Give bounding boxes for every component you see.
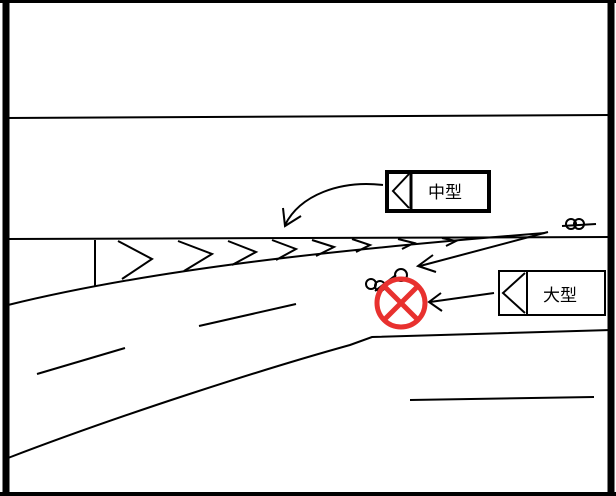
chevron-mark: [177, 240, 215, 272]
chevron-mark: [271, 239, 299, 261]
arrow-large-to-prohibited: [427, 292, 495, 312]
chevron-mark: [351, 238, 373, 253]
chevron-mark: [311, 239, 337, 257]
arrow-large-shaft: [429, 292, 495, 303]
lane-dash-markings: [36, 303, 595, 401]
prohibited-cross-b: [383, 285, 419, 321]
chevron-mark: [397, 238, 417, 250]
arrow-large-head-icon: [427, 292, 443, 312]
arrow-bicycle-head-icon: [415, 254, 437, 273]
sign-large-chevron-icon: [501, 272, 526, 314]
sign-large-vehicle: 大型: [498, 270, 606, 316]
arrow-medium-head-icon: [282, 207, 302, 228]
sign-medium-vehicle: 中型: [385, 170, 491, 213]
far-road-edge: [5, 114, 612, 119]
prohibited-circle: [374, 276, 428, 330]
bicycle-wheel-icon: [565, 218, 577, 230]
chevron-mark: [441, 237, 459, 247]
prohibited-x-circle-icon: [374, 276, 428, 330]
chevron-markings: [117, 237, 459, 280]
sign-medium-label: 中型: [428, 183, 462, 203]
main-road-edge-line: [5, 236, 612, 240]
arrow-medium-to-zebra: [282, 183, 384, 228]
lane-dash: [409, 396, 595, 401]
arrow-medium-curve: [284, 183, 384, 226]
sign-medium-chevron-icon: [391, 173, 410, 209]
sign-medium-frame: [385, 170, 491, 213]
lane-dash: [36, 347, 126, 375]
sign-large-label: 大型: [543, 286, 577, 306]
lane-dash: [198, 303, 297, 327]
sign-large-frame: [498, 270, 606, 316]
arrow-bicycle-to-vehicle: [415, 231, 549, 273]
bicycle-icon: [561, 218, 597, 230]
ramp-lower-edge: [7, 329, 612, 459]
arrow-bicycle-shaft: [419, 231, 549, 267]
ramp-upper-edge: [7, 232, 546, 306]
bicycle-bar-icon: [561, 223, 597, 227]
chevron-mark: [117, 240, 154, 280]
chevron-mark: [227, 240, 259, 266]
